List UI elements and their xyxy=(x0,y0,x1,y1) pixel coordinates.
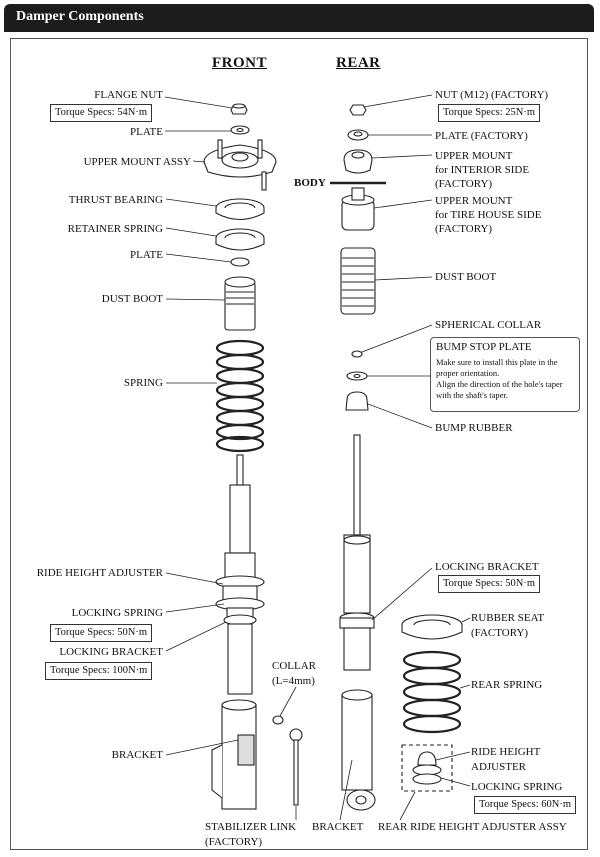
ride-height-adjuster-label: RIDE HEIGHT ADJUSTER xyxy=(36,567,163,579)
rear-spring-part xyxy=(402,650,462,734)
rear-adjuster-assy-part xyxy=(401,744,453,792)
upper-mount-interior-part xyxy=(343,149,373,174)
retainer-spring-part xyxy=(215,228,265,251)
front-spring-part xyxy=(215,339,265,453)
rear-column-title: REAR xyxy=(336,55,381,71)
front-dust-boot-part xyxy=(224,276,256,331)
front-plate-label: PLATE xyxy=(130,126,163,138)
thrust-bearing-part xyxy=(215,198,265,221)
stabilizer-link-sub-label: (FACTORY) xyxy=(205,836,263,848)
front-bracket-label: BRACKET xyxy=(111,749,163,761)
flange-nut-label: FLANGE NUT xyxy=(94,89,163,101)
upper-mount-interior-label-3: (FACTORY) xyxy=(435,178,493,190)
leader-lines xyxy=(164,94,471,821)
flange-nut-torque-spec: Torque Specs: 54N·m xyxy=(50,104,152,122)
rear-bracket-part xyxy=(341,689,376,811)
front-damper-body-part xyxy=(215,454,265,695)
thrust-bearing-label: THRUST BEARING xyxy=(68,194,163,206)
rear-nut-torque-spec: Torque Specs: 25N·m xyxy=(438,104,540,122)
upper-mount-tire-label-2: for TIRE HOUSE SIDE xyxy=(435,209,542,221)
front-bracket-part xyxy=(211,699,257,810)
bump-stop-note-line-1: Make sure to install this plate in the xyxy=(436,357,558,367)
front-plate-part xyxy=(230,125,250,135)
front-spring-label: SPRING xyxy=(123,377,163,389)
rear-damper-part xyxy=(339,434,375,671)
rear-locking-bracket-label: LOCKING BRACKET xyxy=(435,561,539,573)
upper-mount-tire-part xyxy=(341,187,375,231)
front-locking-bracket-torque-spec: Torque Specs: 100N·m xyxy=(45,662,153,680)
rear-plate-part xyxy=(347,129,369,141)
front-locking-spring-torque-spec: Torque Specs: 50N·m xyxy=(50,624,152,642)
collar-label: COLLAR xyxy=(272,660,316,672)
upper-mount-assy-label: UPPER MOUNT ASSY xyxy=(83,156,191,168)
rubber-seat-label-1: RUBBER SEAT xyxy=(471,612,545,624)
upper-mount-assy-part xyxy=(203,139,277,191)
rear-nut-part xyxy=(349,104,367,116)
collar-part xyxy=(272,715,284,725)
upper-mount-tire-label-3: (FACTORY) xyxy=(435,223,493,235)
rear-locking-spring-torque-spec: Torque Specs: 60N·m xyxy=(474,796,576,814)
front-locking-spring-label: LOCKING SPRING xyxy=(71,607,163,619)
flange-nut-part xyxy=(230,103,248,115)
collar-size-label: (L=4mm) xyxy=(272,675,315,687)
rear-bracket-label: BRACKET xyxy=(312,821,364,833)
bump-stop-note-line-2: proper orientation. xyxy=(436,368,500,378)
body-label: BODY xyxy=(294,177,326,189)
stabilizer-link-label: STABILIZER LINK xyxy=(205,821,297,833)
rubber-seat-part xyxy=(401,614,463,640)
rear-dust-boot-label: DUST BOOT xyxy=(435,271,497,283)
spherical-collar-label: SPHERICAL COLLAR xyxy=(435,319,542,331)
rear-locking-bracket-torque-spec: Torque Specs: 50N·m xyxy=(438,575,540,593)
retainer-spring-label: RETAINER SPRING xyxy=(67,223,163,235)
front-dust-boot-label: DUST BOOT xyxy=(101,293,163,305)
rear-dust-boot-part xyxy=(340,247,376,315)
section-header: Damper Components xyxy=(4,4,594,32)
upper-mount-interior-label-1: UPPER MOUNT xyxy=(435,150,513,162)
upper-mount-tire-label-1: UPPER MOUNT xyxy=(435,195,513,207)
front-locking-bracket-label: LOCKING BRACKET xyxy=(59,646,163,658)
bump-stop-plate-note: BUMP STOP PLATE Make sure to install thi… xyxy=(430,337,580,412)
diagram-frame xyxy=(10,38,588,850)
rear-locking-spring-label: LOCKING SPRING xyxy=(471,781,563,793)
front-plate2-part xyxy=(230,257,250,267)
rear-ride-height-adjuster-label-1: RIDE HEIGHT xyxy=(471,746,541,758)
bump-stop-plate-label: BUMP STOP PLATE xyxy=(436,341,532,353)
stabilizer-link-part xyxy=(289,728,303,806)
front-column-title: FRONT xyxy=(212,55,267,71)
section-title: Damper Components xyxy=(16,9,144,24)
bump-rubber-part xyxy=(345,391,369,411)
rear-ride-height-adjuster-label-2: ADJUSTER xyxy=(471,761,527,773)
rubber-seat-label-2: (FACTORY) xyxy=(471,627,529,639)
upper-mount-interior-label-2: for INTERIOR SIDE xyxy=(435,164,530,176)
spherical-collar-part xyxy=(351,350,363,358)
bump-stop-note-line-3: Align the direction of the hole's taper xyxy=(436,379,563,389)
rear-plate-label: PLATE (FACTORY) xyxy=(435,130,528,142)
bump-stop-plate-part xyxy=(346,371,368,381)
bump-rubber-label: BUMP RUBBER xyxy=(435,422,513,434)
bump-stop-note-line-4: with the shaft's taper. xyxy=(436,390,508,400)
rear-spring-label: REAR SPRING xyxy=(471,679,543,691)
rear-ride-height-adjuster-assy-label: REAR RIDE HEIGHT ADJUSTER ASSY xyxy=(378,821,567,833)
rear-nut-label: NUT (M12) (FACTORY) xyxy=(435,89,549,101)
front-plate2-label: PLATE xyxy=(130,249,163,261)
